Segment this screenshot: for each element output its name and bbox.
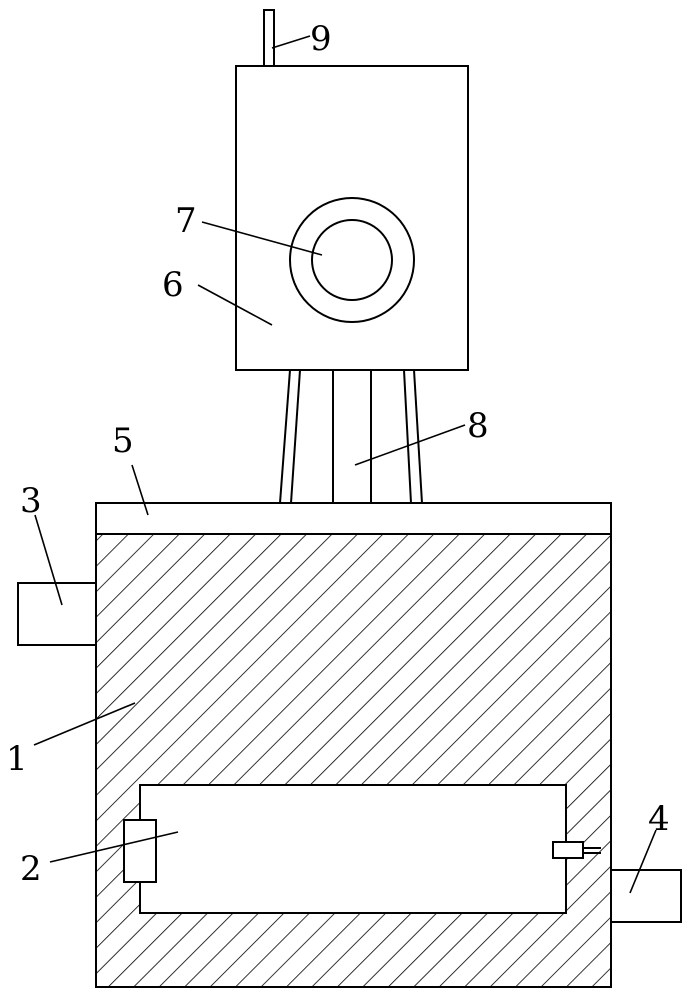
outlet-pipe-4 [610,869,682,923]
label-8: 8 [467,406,489,446]
label-5: 5 [112,421,134,461]
callout-labels: 9 7 6 8 5 3 1 2 4 [6,19,670,889]
label-7: 7 [175,201,197,241]
clamp-block-2 [123,819,157,883]
support-legs-8 [279,369,423,504]
inner-chamber [139,784,567,914]
leader-lines [33,35,657,894]
top-plate-5 [95,502,612,535]
rod-9 [263,9,275,67]
housing-body [95,533,612,988]
ring-7 [289,197,415,323]
label-1: 1 [6,739,28,779]
label-9: 9 [310,19,332,59]
label-3: 3 [20,481,42,521]
label-2: 2 [20,849,42,889]
right-connector [552,841,601,859]
inlet-pipe-3 [17,582,97,646]
label-6: 6 [162,265,184,305]
upper-box-6 [235,65,469,371]
label-4: 4 [648,799,670,839]
